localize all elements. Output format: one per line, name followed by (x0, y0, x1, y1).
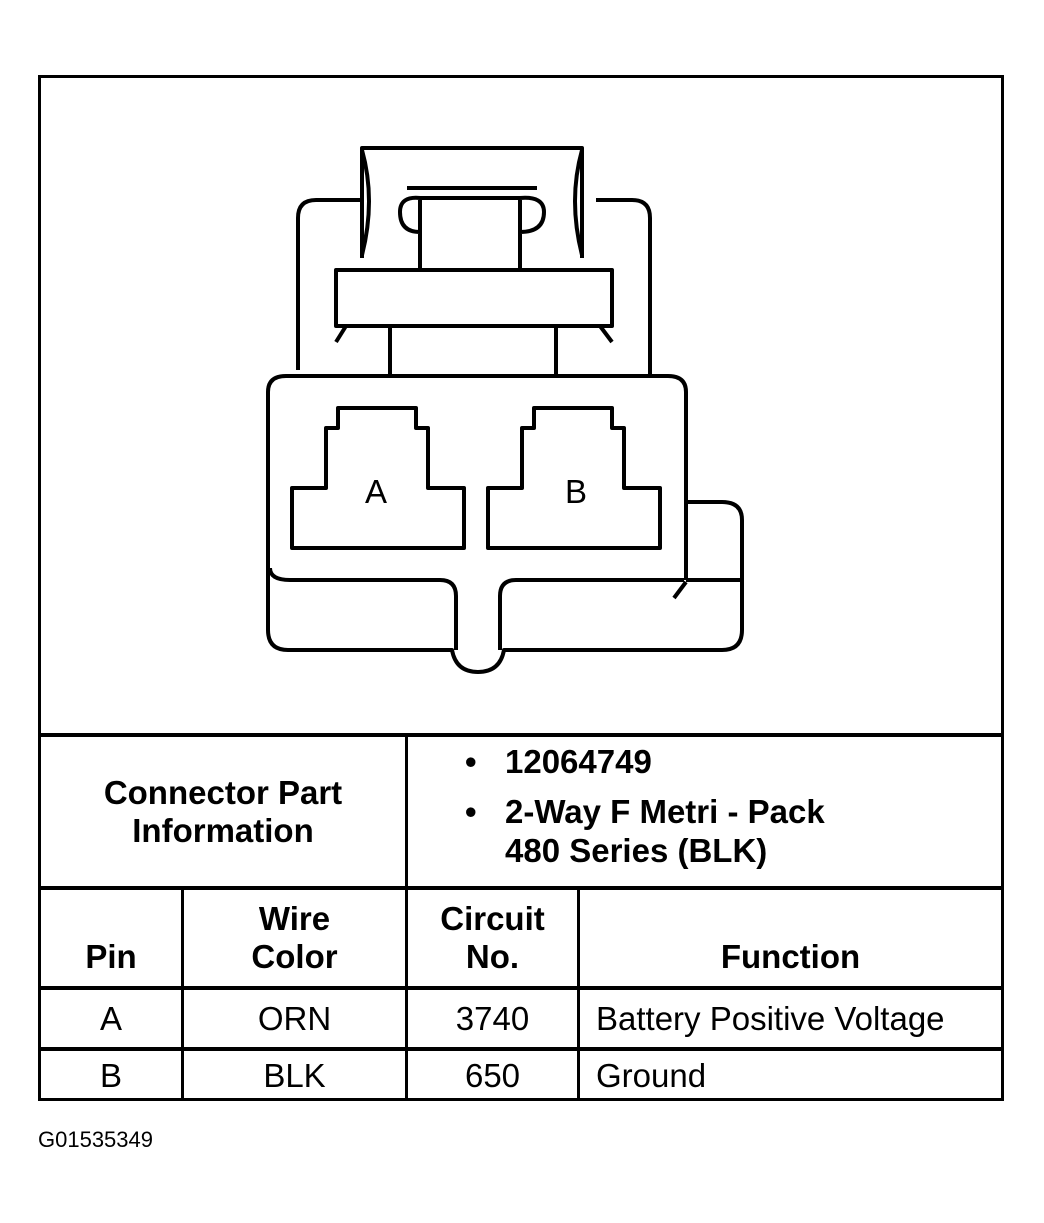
latch-tab-right (573, 149, 584, 256)
bullet-dot: • (465, 743, 477, 780)
col-divider-3 (577, 888, 580, 1101)
table-header-bottom-border (38, 986, 1004, 990)
col-divider-2 (405, 888, 408, 1101)
latch-stems (388, 326, 558, 376)
header-circuit-no: Circuit No. (440, 900, 545, 976)
row-a-pin: A (99, 999, 122, 1037)
figure-id: G01535349 (38, 1127, 153, 1152)
bullet-dot: • (465, 792, 477, 830)
row-a-wire-color: ORN (257, 999, 332, 1037)
part-info-label: Connector Part Information (103, 773, 343, 849)
latch-bar-flare (334, 324, 614, 344)
row-b-function: Ground (596, 1057, 707, 1095)
connector-type: 2-Way F Metri - Pack 480 Series (BLK) (505, 792, 825, 870)
col-divider-1 (181, 888, 184, 1101)
row-b-circuit: 650 (464, 1057, 521, 1095)
cavity-a-label: A (364, 473, 387, 511)
part-number: 12064749 (505, 743, 652, 780)
table-header-top-border (38, 886, 1004, 890)
latch-window (398, 195, 546, 270)
cavity-b-outline (486, 406, 662, 550)
body-inner-ledge (268, 567, 742, 650)
row-b-wire-color: BLK (263, 1057, 326, 1095)
header-pin: Pin (85, 938, 137, 976)
cavity-b-label: B (564, 473, 587, 511)
row-a-function: Battery Positive Voltage (596, 999, 945, 1037)
table-row-divider (38, 1047, 1004, 1051)
part-number-bullet: • 12064749 (465, 742, 825, 782)
part-info-bullets: • 12064749 • 2-Way F Metri - Pack 480 Se… (465, 742, 825, 871)
diagram-frame (38, 75, 1004, 1101)
header-function: Function (720, 938, 861, 976)
latch-top (360, 146, 584, 258)
table-top-border (38, 733, 1004, 737)
connector-body (266, 374, 744, 674)
housing-shroud (296, 198, 652, 378)
latch-tab-left (360, 149, 371, 256)
row-b-pin: B (99, 1057, 122, 1095)
part-info-divider (405, 733, 408, 888)
cavity-a-outline (290, 406, 466, 550)
connector-type-bullet: • 2-Way F Metri - Pack 480 Series (BLK) (465, 792, 825, 871)
header-wire-color: Wire Color (251, 900, 338, 976)
latch-bar (334, 268, 614, 328)
row-a-circuit: 3740 (455, 999, 530, 1037)
